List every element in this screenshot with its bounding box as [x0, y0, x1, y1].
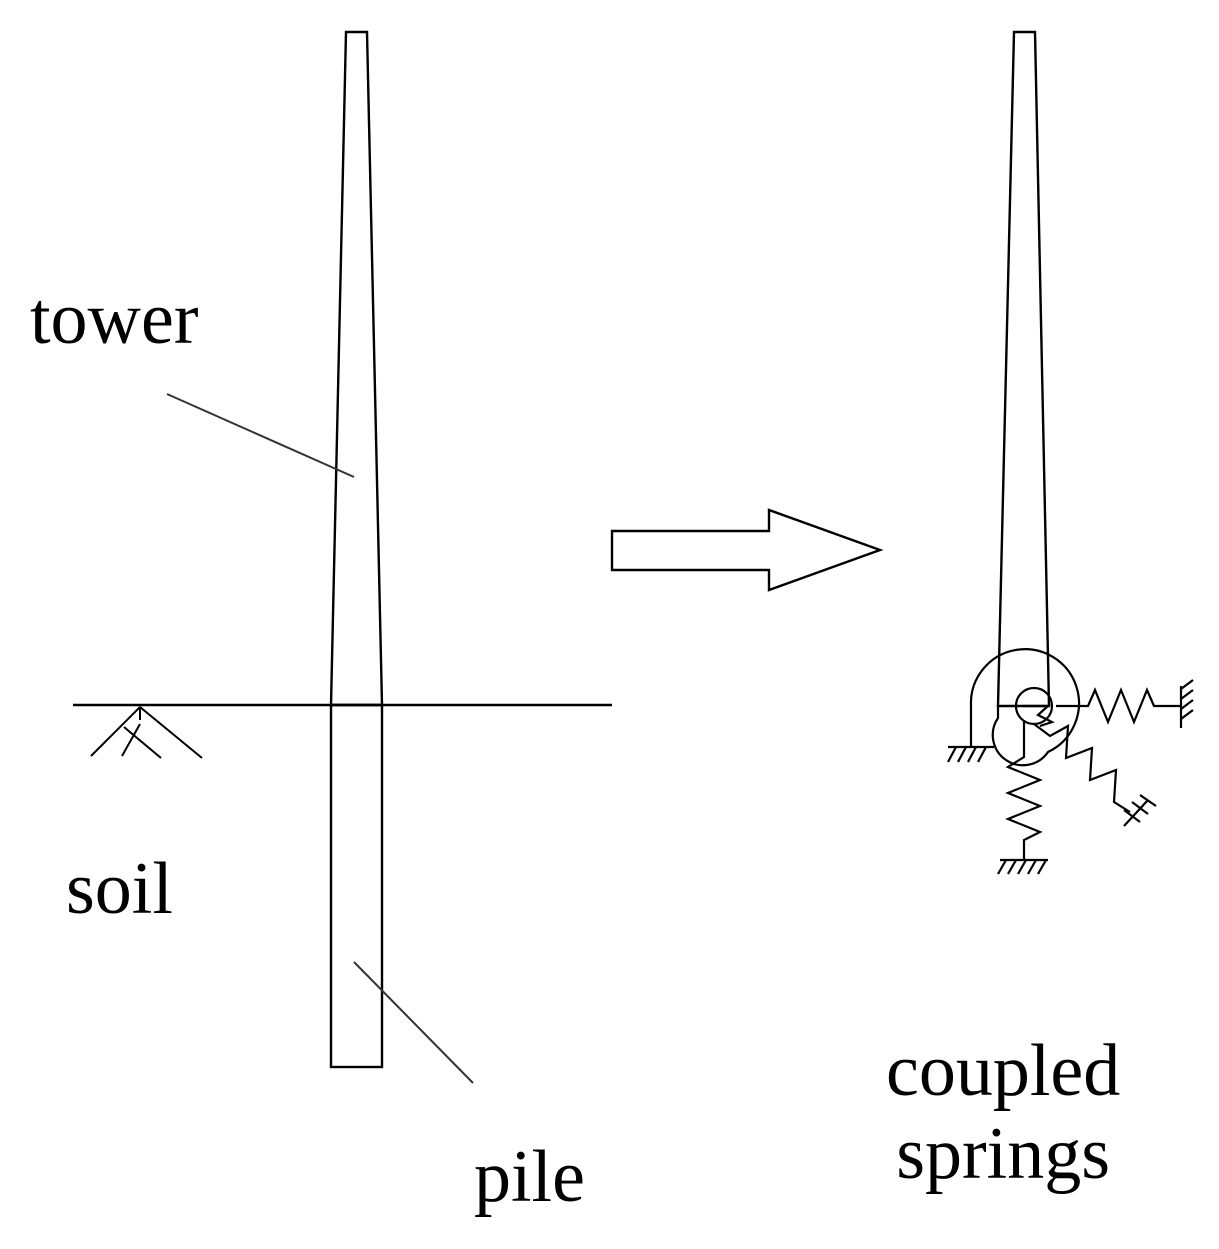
tower-label: tower: [30, 278, 199, 360]
pile-shape: [329, 703, 384, 1069]
coupling-spring: [1033, 723, 1157, 827]
spring-model: [947, 30, 1194, 875]
pile-leader-line: [353, 961, 474, 1084]
soil-label: soil: [66, 848, 173, 930]
coupled-springs-label: coupled springs: [886, 1030, 1120, 1196]
pile-label: pile: [474, 1136, 585, 1218]
horizontal-spring: [1056, 679, 1194, 728]
tower-shape: [329, 30, 384, 707]
coupled-springs-label-line1: coupled: [886, 1030, 1121, 1112]
coupled-springs-label-line2: springs: [896, 1112, 1111, 1195]
transform-arrow: [610, 508, 884, 592]
vertical-spring: [997, 720, 1048, 875]
rotational-spring: [947, 648, 1081, 767]
tower-shape-spring-model: [996, 30, 1051, 708]
tower-leader-line: [166, 393, 355, 478]
physical-model: [73, 30, 612, 1084]
soil-hatch-symbol: [90, 706, 203, 759]
